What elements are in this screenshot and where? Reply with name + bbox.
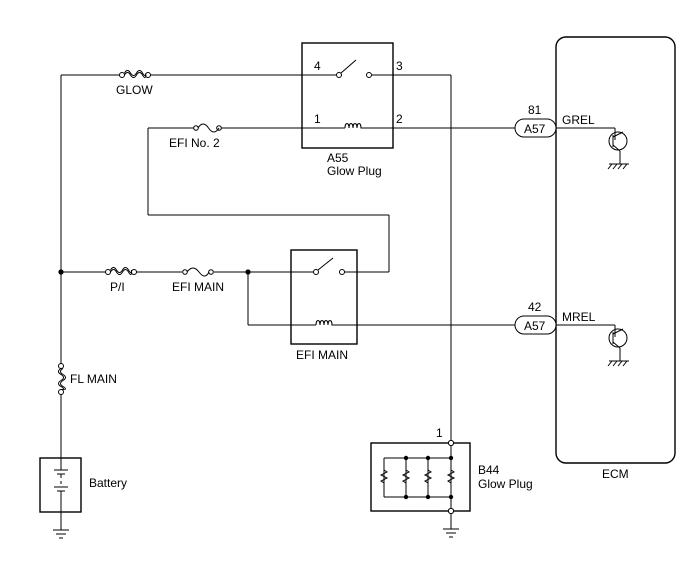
relay-a55-name: Glow Plug bbox=[327, 164, 382, 178]
relay-a55-coil bbox=[344, 123, 364, 129]
efi-no2-fuse-label: EFI No. 2 bbox=[169, 136, 220, 150]
ecm-label: ECM bbox=[602, 467, 629, 481]
glow-plug-b44-elements bbox=[379, 446, 456, 508]
fl-main-fuse bbox=[58, 363, 66, 395]
ecm-mrel-pin: 42 bbox=[528, 300, 542, 314]
glow-plug-b44-box bbox=[370, 442, 471, 512]
fl-main-fuse-label: FL MAIN bbox=[70, 372, 117, 386]
relay-a55-switch bbox=[331, 59, 451, 78]
efi-main-switch-feed bbox=[148, 214, 390, 273]
efi-main-coil-line bbox=[247, 272, 515, 326]
glow-plug-b44-pin-top bbox=[447, 439, 455, 447]
battery-symbol bbox=[54, 458, 68, 512]
relay-efi-main-switch bbox=[313, 257, 345, 275]
relay-a55-pin-4: 4 bbox=[314, 59, 321, 73]
glow-plug-b44-pin-bottom bbox=[447, 507, 455, 515]
efi-no2-line bbox=[147, 127, 515, 215]
relay-efi-main-box bbox=[290, 249, 358, 345]
glow-fuse bbox=[119, 70, 151, 78]
pi-fuse bbox=[105, 267, 137, 275]
glow-fuse-label: GLOW bbox=[116, 83, 153, 97]
ecm-grel-connector-code: A57 bbox=[524, 122, 546, 136]
ecm-grel-pin: 81 bbox=[528, 103, 542, 117]
ecm-mrel-connector-code: A57 bbox=[524, 319, 546, 333]
ecm-grel-signal: GREL bbox=[562, 113, 595, 127]
ecm-mrel-signal: MREL bbox=[562, 310, 596, 324]
relay-a55-box bbox=[301, 42, 394, 149]
pi-fuse-label: P/I bbox=[110, 280, 125, 294]
glow-plug-b44-code: B44 bbox=[478, 463, 500, 477]
ecm-box bbox=[555, 36, 676, 464]
relay-a55-pin-1: 1 bbox=[314, 112, 321, 126]
relay-a55-pin-3: 3 bbox=[396, 59, 403, 73]
battery-label: Battery bbox=[89, 476, 127, 490]
relay-efi-main-name: EFI MAIN bbox=[296, 348, 348, 362]
relay-a55-pin-2: 2 bbox=[396, 112, 403, 126]
relay-a55-code: A55 bbox=[327, 151, 349, 165]
efi-main-fuse bbox=[182, 267, 214, 277]
ecm-mrel-transistor bbox=[556, 324, 629, 367]
efi-main-fuse-label: EFI MAIN bbox=[172, 280, 224, 294]
ground-battery-icon bbox=[53, 529, 69, 539]
ground-glow-plug-icon bbox=[443, 514, 459, 538]
efi-no2-fuse bbox=[193, 123, 222, 133]
glow-plug-b44-pin-1: 1 bbox=[436, 426, 443, 440]
ecm-grel-transistor bbox=[556, 127, 629, 170]
glow-plug-b44-name: Glow Plug bbox=[478, 477, 533, 491]
junction-dots bbox=[58, 269, 251, 275]
